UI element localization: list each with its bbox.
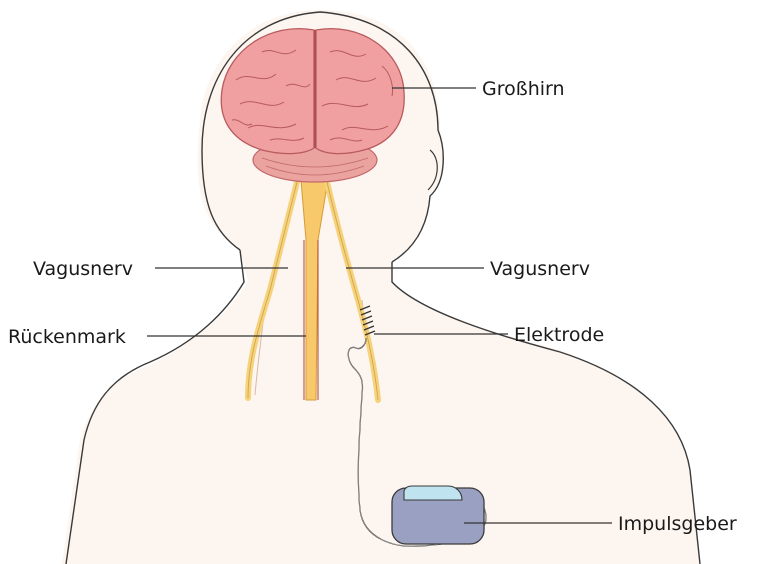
label-elektrode: Elektrode <box>514 324 604 346</box>
label-rueckenmark: Rückenmark <box>8 326 126 348</box>
label-grosshirn: Großhirn <box>482 78 565 100</box>
pulse-generator-header <box>404 486 462 500</box>
label-vagusnerv-left: Vagusnerv <box>33 258 133 280</box>
label-impulsgeber: Impulsgeber <box>618 513 737 535</box>
pulse-generator <box>392 486 484 544</box>
label-vagusnerv-right: Vagusnerv <box>490 258 590 280</box>
